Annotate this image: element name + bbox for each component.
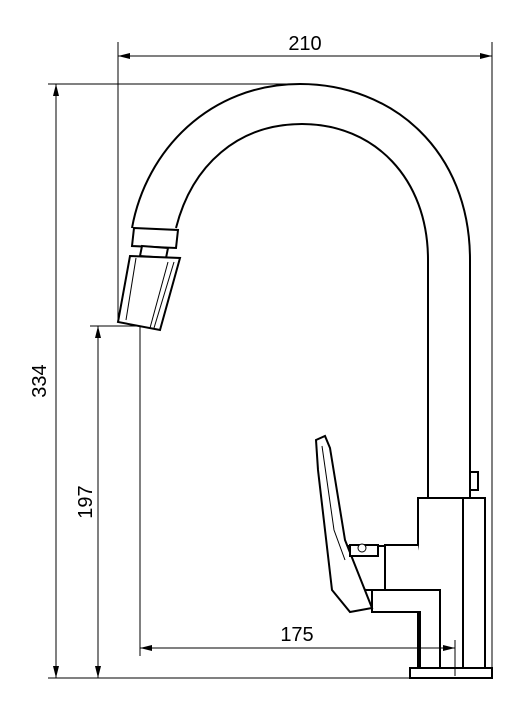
lever-handle (314, 434, 374, 614)
reach-label: 175 (280, 624, 313, 646)
width-label: 210 (288, 33, 321, 55)
height-arrow-bottom (53, 666, 59, 678)
reach-arrow-right (443, 645, 455, 651)
spout-arrow-bottom (95, 666, 101, 678)
nozzle-shade-3 (153, 261, 175, 329)
nozzle-shade-2 (149, 261, 169, 329)
base-plate (409, 667, 493, 679)
height-label: 334 (29, 364, 51, 397)
side-button (469, 471, 479, 491)
width-arrow-left (118, 53, 130, 59)
lever-pivot-screw (357, 543, 367, 553)
dimension-lines: 210 334 197 175 (29, 33, 493, 679)
nozzle-tube (116, 254, 182, 332)
lever-handle-edge (321, 445, 346, 561)
nozzle-collar (130, 226, 180, 250)
spout-height-label: 197 (75, 485, 97, 518)
spout-inner-curve (175, 122, 429, 500)
spout-outer-curve (131, 82, 471, 500)
lower-connector (371, 589, 441, 669)
nozzle-shade-1 (125, 257, 137, 321)
height-arrow-top (53, 84, 59, 96)
reach-arrow-left (140, 645, 152, 651)
faucet-outline (116, 82, 493, 679)
width-arrow-right (480, 53, 492, 59)
spout-arrow-top (95, 326, 101, 338)
